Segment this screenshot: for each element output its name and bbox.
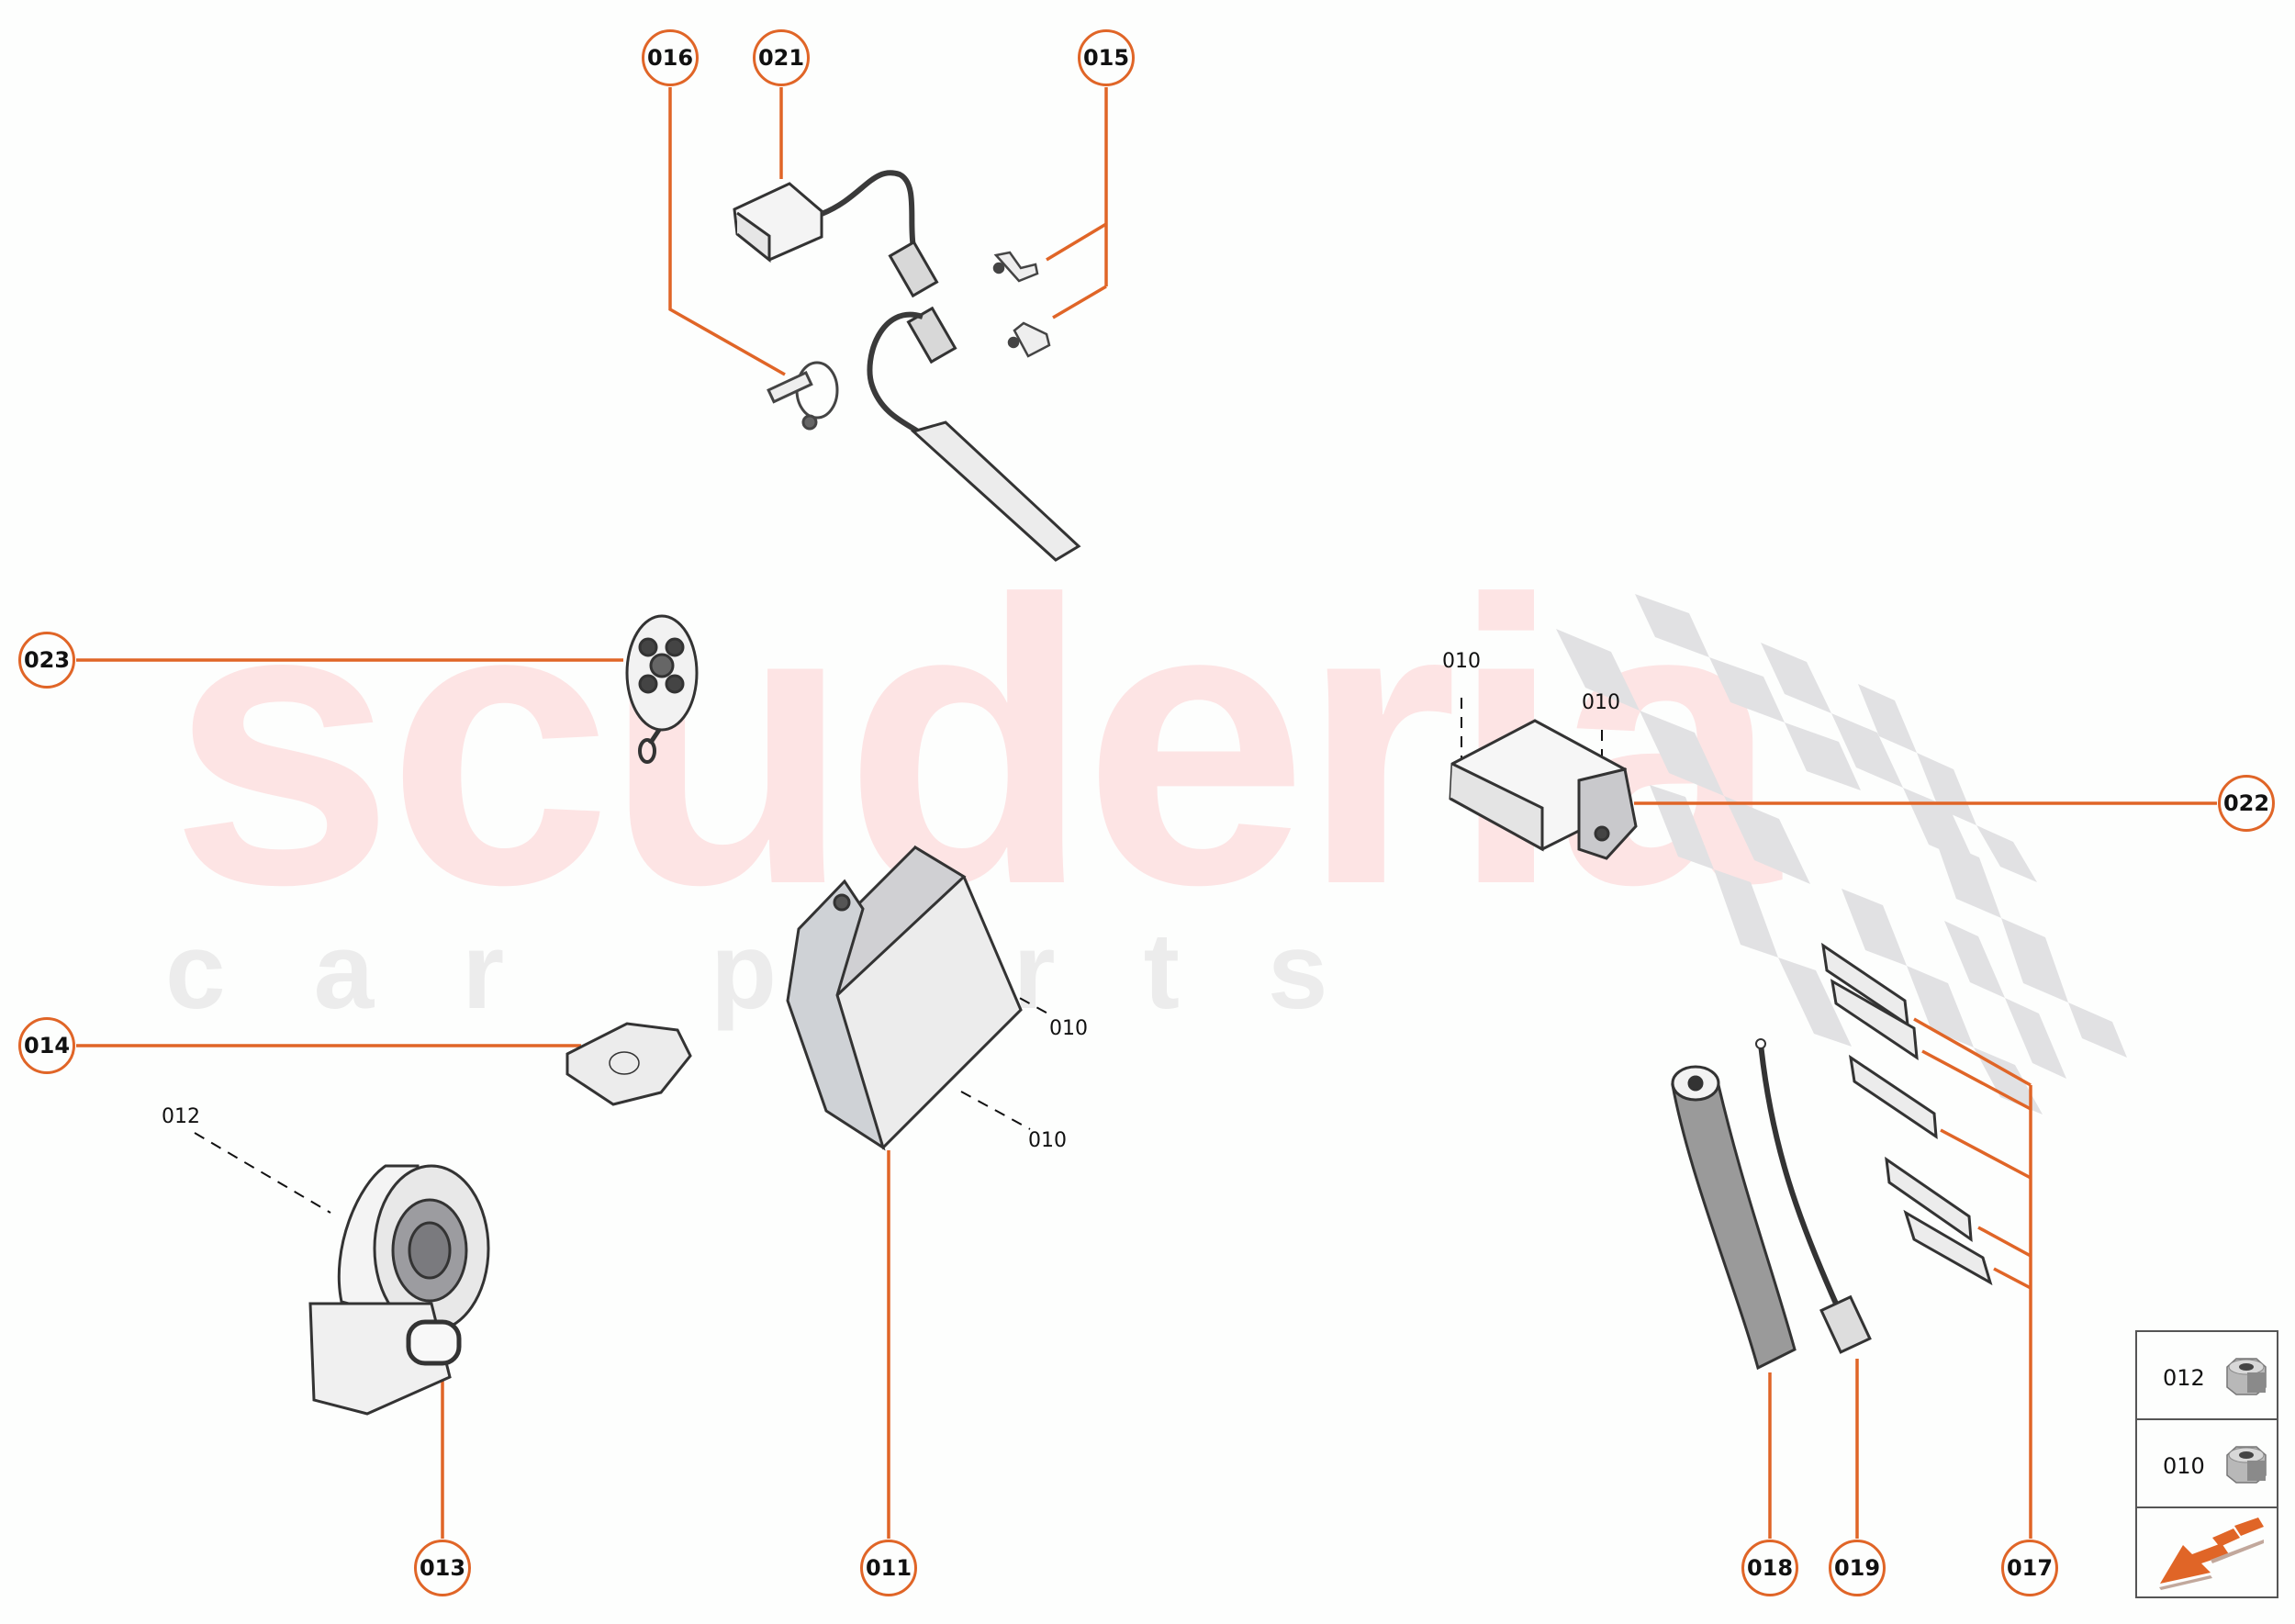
ref-010-sensor-right: 010	[1582, 691, 1620, 714]
legend-label: 012	[2163, 1365, 2205, 1391]
part-021-antenna-module	[733, 170, 1081, 562]
ref-010-control-upper: 010	[1049, 1017, 1088, 1040]
checkered-flag-graphic	[1556, 594, 2127, 1114]
part-023-key-fob	[625, 614, 699, 764]
fastener-legend: 012 010	[2135, 1330, 2278, 1598]
flange-nut-icon	[2226, 1358, 2267, 1395]
part-011-control-unit	[786, 845, 1023, 1151]
callout-017[interactable]: 017	[2001, 1540, 2058, 1596]
part-015-fasteners	[992, 251, 1051, 358]
callout-021[interactable]: 021	[753, 29, 810, 86]
flange-nut-icon	[2226, 1446, 2267, 1484]
part-022-sensor-module	[1449, 719, 1638, 860]
callout-015[interactable]: 015	[1078, 29, 1135, 86]
legend-row-direction	[2137, 1508, 2277, 1596]
ref-010-control-lower: 010	[1028, 1129, 1067, 1152]
callout-014[interactable]: 014	[18, 1017, 75, 1074]
leader-lines	[76, 87, 2217, 1539]
legend-row-012: 012	[2137, 1332, 2277, 1420]
reference-dashed-lines	[194, 698, 1603, 1214]
callout-016[interactable]: 016	[642, 29, 699, 86]
watermark-subtitle: car parts	[165, 911, 1416, 1032]
part-017-adhesive-pads	[1821, 942, 1993, 1286]
part-016-cable-clip	[767, 361, 839, 431]
callout-023[interactable]: 023	[18, 632, 75, 689]
part-014-remote	[565, 1022, 692, 1106]
part-018-foam-tube	[1671, 1065, 1797, 1371]
ref-012-siren: 012	[162, 1105, 200, 1128]
callout-011[interactable]: 011	[860, 1540, 917, 1596]
legend-label: 010	[2163, 1453, 2205, 1479]
callout-019[interactable]: 019	[1829, 1540, 1886, 1596]
callout-022[interactable]: 022	[2218, 775, 2275, 832]
legend-row-010: 010	[2137, 1420, 2277, 1508]
part-013-siren	[308, 1164, 490, 1416]
ref-010-sensor-left: 010	[1442, 650, 1481, 673]
forward-arrow-icon	[2159, 1518, 2264, 1590]
callout-013[interactable]: 013	[414, 1540, 471, 1596]
part-019-cable-connector	[1755, 1038, 1872, 1354]
callout-018[interactable]: 018	[1741, 1540, 1798, 1596]
